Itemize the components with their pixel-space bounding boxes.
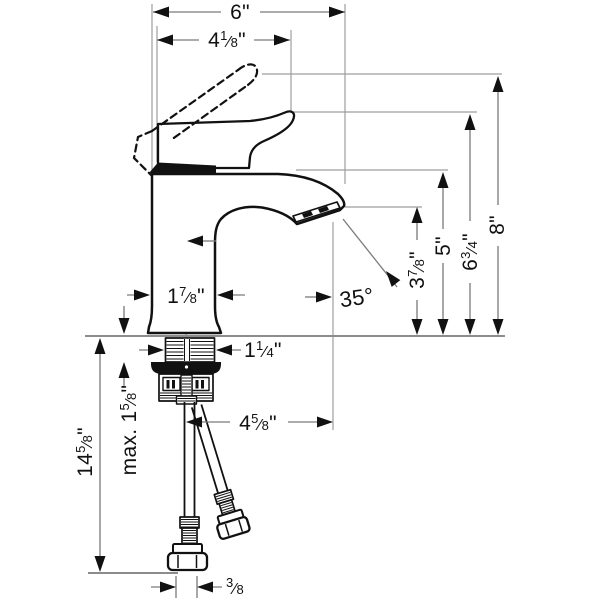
dim-label-aerator-height: 37⁄8" — [405, 251, 429, 289]
dim-label-spray-angle: 35° — [338, 283, 375, 313]
handle-raised-position-dashed — [132, 63, 259, 177]
mounting-shank — [164, 337, 216, 363]
dimension-lines — [94, 6, 504, 598]
dim-label-hose-length: 145⁄8" — [73, 427, 97, 477]
faucet-body-and-spout — [146, 172, 346, 335]
dim-label-base-diameter: 17⁄8" — [167, 284, 205, 308]
mounting-nut — [158, 373, 214, 405]
dim-label-hose-connection-size: 3⁄8 — [226, 575, 244, 598]
mounting-flange — [151, 362, 221, 374]
lever-handle — [156, 110, 296, 170]
handle-solid-position — [149, 110, 296, 173]
dim-label-spout-reach: 41⁄8" — [208, 28, 246, 52]
aerator-slot — [318, 206, 329, 213]
angled-supply-hose — [190, 404, 251, 540]
dim-label-tip-projection: 45⁄8" — [239, 411, 277, 435]
dim-label-shank-diameter: 11⁄4" — [244, 338, 282, 362]
dim-label-overall-width: 6" — [230, 1, 250, 24]
straight-supply-hose — [166, 402, 209, 572]
faucet-body — [146, 172, 346, 335]
dim-label-max-counter-thickness: max. 15⁄8" — [117, 385, 141, 476]
dimension-labels: 6" 41⁄8" 8" 63⁄4" 5" 37⁄8" 17⁄8" 35° 11⁄… — [73, 1, 509, 598]
handle-base-skirt — [149, 162, 216, 173]
aerator-slot — [302, 211, 313, 218]
counter-lines — [85, 335, 505, 574]
dim-label-handle-height: 63⁄4" — [458, 233, 482, 271]
dim-label-overall-height: 8" — [486, 215, 509, 235]
dim-label-spout-top-height: 5" — [432, 236, 455, 256]
